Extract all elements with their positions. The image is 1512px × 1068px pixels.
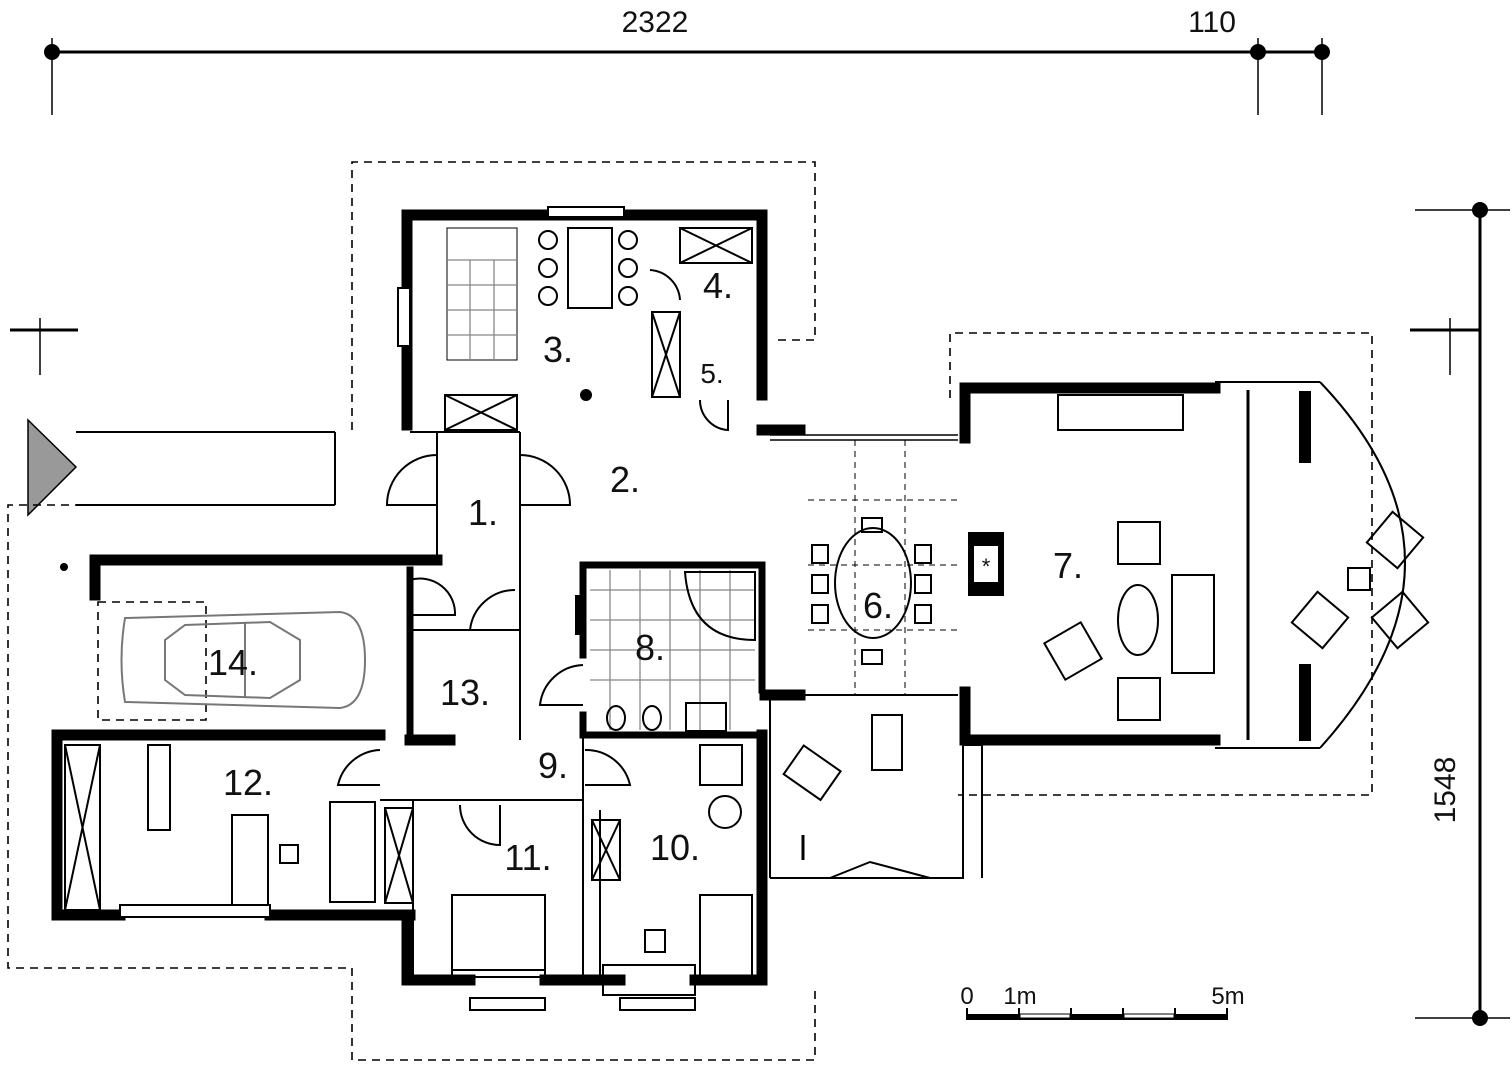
dimension-depth: 1548 <box>1429 757 1462 824</box>
roof-outline <box>7 161 1373 1061</box>
car-icon <box>120 610 367 710</box>
living-furniture <box>1042 391 1430 741</box>
exterior-walls <box>51 209 1221 986</box>
room-label-4: 4. <box>703 265 733 306</box>
fireplace: * <box>968 532 1004 596</box>
room-label-1: 1. <box>468 492 498 533</box>
scale-label-0: 0 <box>960 983 973 1010</box>
room-labels: 1. 2. 3. 4. 5. 6. 7. 8. 9. 10. 11. 12. 1… <box>208 265 1083 878</box>
partition-lines <box>64 227 753 980</box>
room-label-13: 13. <box>440 672 490 713</box>
room-label-6: 6. <box>863 585 893 626</box>
room-label-3: 3. <box>543 329 573 370</box>
scale-label-1m: 1m <box>1003 983 1036 1010</box>
section-marker-right <box>1410 318 1480 375</box>
scale-bar: 0 1m 5m <box>960 983 1245 1020</box>
bathroom-fixtures <box>575 570 756 732</box>
top-dimension: 2322 110 <box>44 6 1330 115</box>
scale-label-5m: 5m <box>1211 983 1244 1010</box>
driveway <box>76 431 336 506</box>
right-dimension: 1548 <box>1415 202 1510 1026</box>
room-label-8: 8. <box>635 627 665 668</box>
dimension-width: 2322 <box>622 6 689 39</box>
terrace-paving <box>808 440 958 695</box>
room-label-14: 14. <box>208 642 258 683</box>
entrance-arrow-icon <box>27 418 78 517</box>
interior-walls <box>406 561 766 744</box>
fireplace-icon: * <box>982 554 991 579</box>
room-label-7: 7. <box>1053 545 1083 586</box>
room-label-11: 11. <box>504 837 551 878</box>
room-label-9: 9. <box>538 745 568 786</box>
room-label-10: 10. <box>650 827 700 868</box>
room-label-5: 5. <box>700 358 723 389</box>
dining-table <box>811 517 932 665</box>
bedroom-furniture <box>119 714 903 1011</box>
dimension-overhang: 110 <box>1188 6 1236 39</box>
kitchen-fixtures <box>397 206 638 401</box>
doors <box>336 269 729 847</box>
room-label-12: 12. <box>223 762 273 803</box>
room-label-2: 2. <box>610 459 640 500</box>
section-marker-left <box>10 318 78 375</box>
